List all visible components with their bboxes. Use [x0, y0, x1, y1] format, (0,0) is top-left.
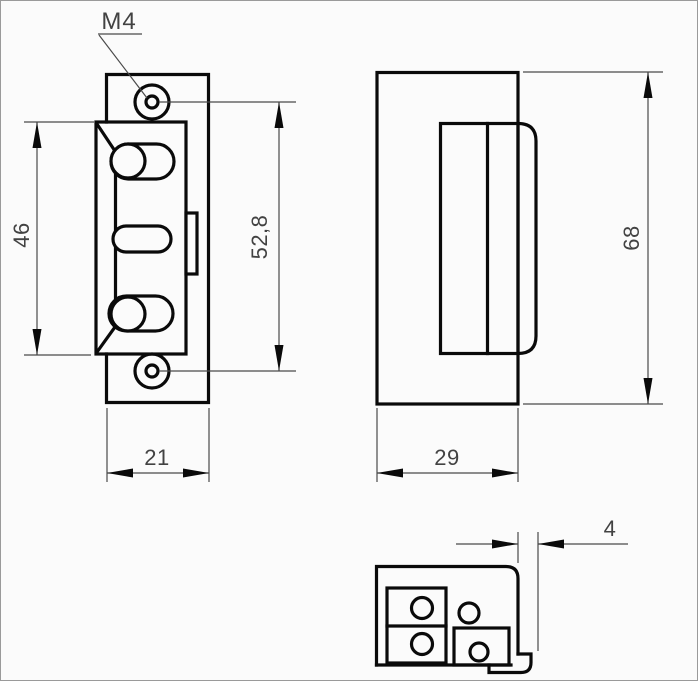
faceplate-outline [104, 72, 211, 405]
front-view [94, 72, 211, 405]
keeper-bulge-outline [516, 121, 538, 356]
latch-guide-notch [184, 211, 199, 276]
terminal-block-outline [452, 626, 511, 667]
dim-side-width: 29 [376, 408, 519, 482]
side-view [375, 70, 538, 406]
dimension-value: 29 [434, 445, 459, 470]
arrow-right-icon [183, 468, 209, 478]
terminal-hole [468, 641, 490, 663]
solenoid-hole-top [409, 595, 435, 621]
dimension-value: 68 [619, 225, 644, 250]
arrow-right-icon [492, 539, 518, 549]
dim-front-width: 21 [106, 408, 210, 482]
top-screw-hole-inner [144, 94, 160, 110]
dimension-value: 46 [9, 222, 34, 247]
dim-lip-offset: 4 [456, 516, 628, 651]
dimension-value: 52,8 [247, 215, 272, 260]
arrow-left-icon [377, 468, 403, 478]
arrow-up-icon [32, 122, 42, 148]
arrow-down-icon [643, 378, 653, 404]
bottom-view [374, 564, 533, 675]
roller-pin-bottom [109, 295, 147, 333]
solenoid-hole-bottom [409, 631, 435, 657]
arrow-left-icon [107, 468, 133, 478]
arrow-up-icon [643, 72, 653, 98]
thread-callout-label: M4 [101, 8, 136, 35]
bottom-body-outline [374, 564, 520, 667]
thread-callout: M4 [98, 8, 148, 99]
roller-pin-top [109, 142, 147, 180]
arrow-right-icon [492, 468, 518, 478]
thread-callout-leader [98, 34, 148, 99]
dim-side-height: 68 [523, 71, 663, 405]
dimension-value: 21 [144, 445, 169, 470]
arrow-up-icon [274, 102, 284, 128]
flap-top-edge-line [94, 121, 118, 154]
keeper-outline [438, 121, 520, 356]
flap-bottom-edge-line [94, 324, 118, 355]
dim-front-height: 46 [9, 121, 94, 356]
arrow-down-icon [32, 329, 42, 355]
arrow-left-icon [538, 539, 564, 549]
arrow-down-icon [274, 345, 284, 371]
lip-hook-outline [487, 652, 533, 675]
dimension-value: 4 [604, 516, 617, 541]
latch-slot-middle [111, 224, 173, 254]
dim-screw-spacing: 52,8 [159, 101, 296, 372]
pivot-hole [457, 601, 481, 625]
bottom-screw-hole-inner [144, 363, 160, 379]
